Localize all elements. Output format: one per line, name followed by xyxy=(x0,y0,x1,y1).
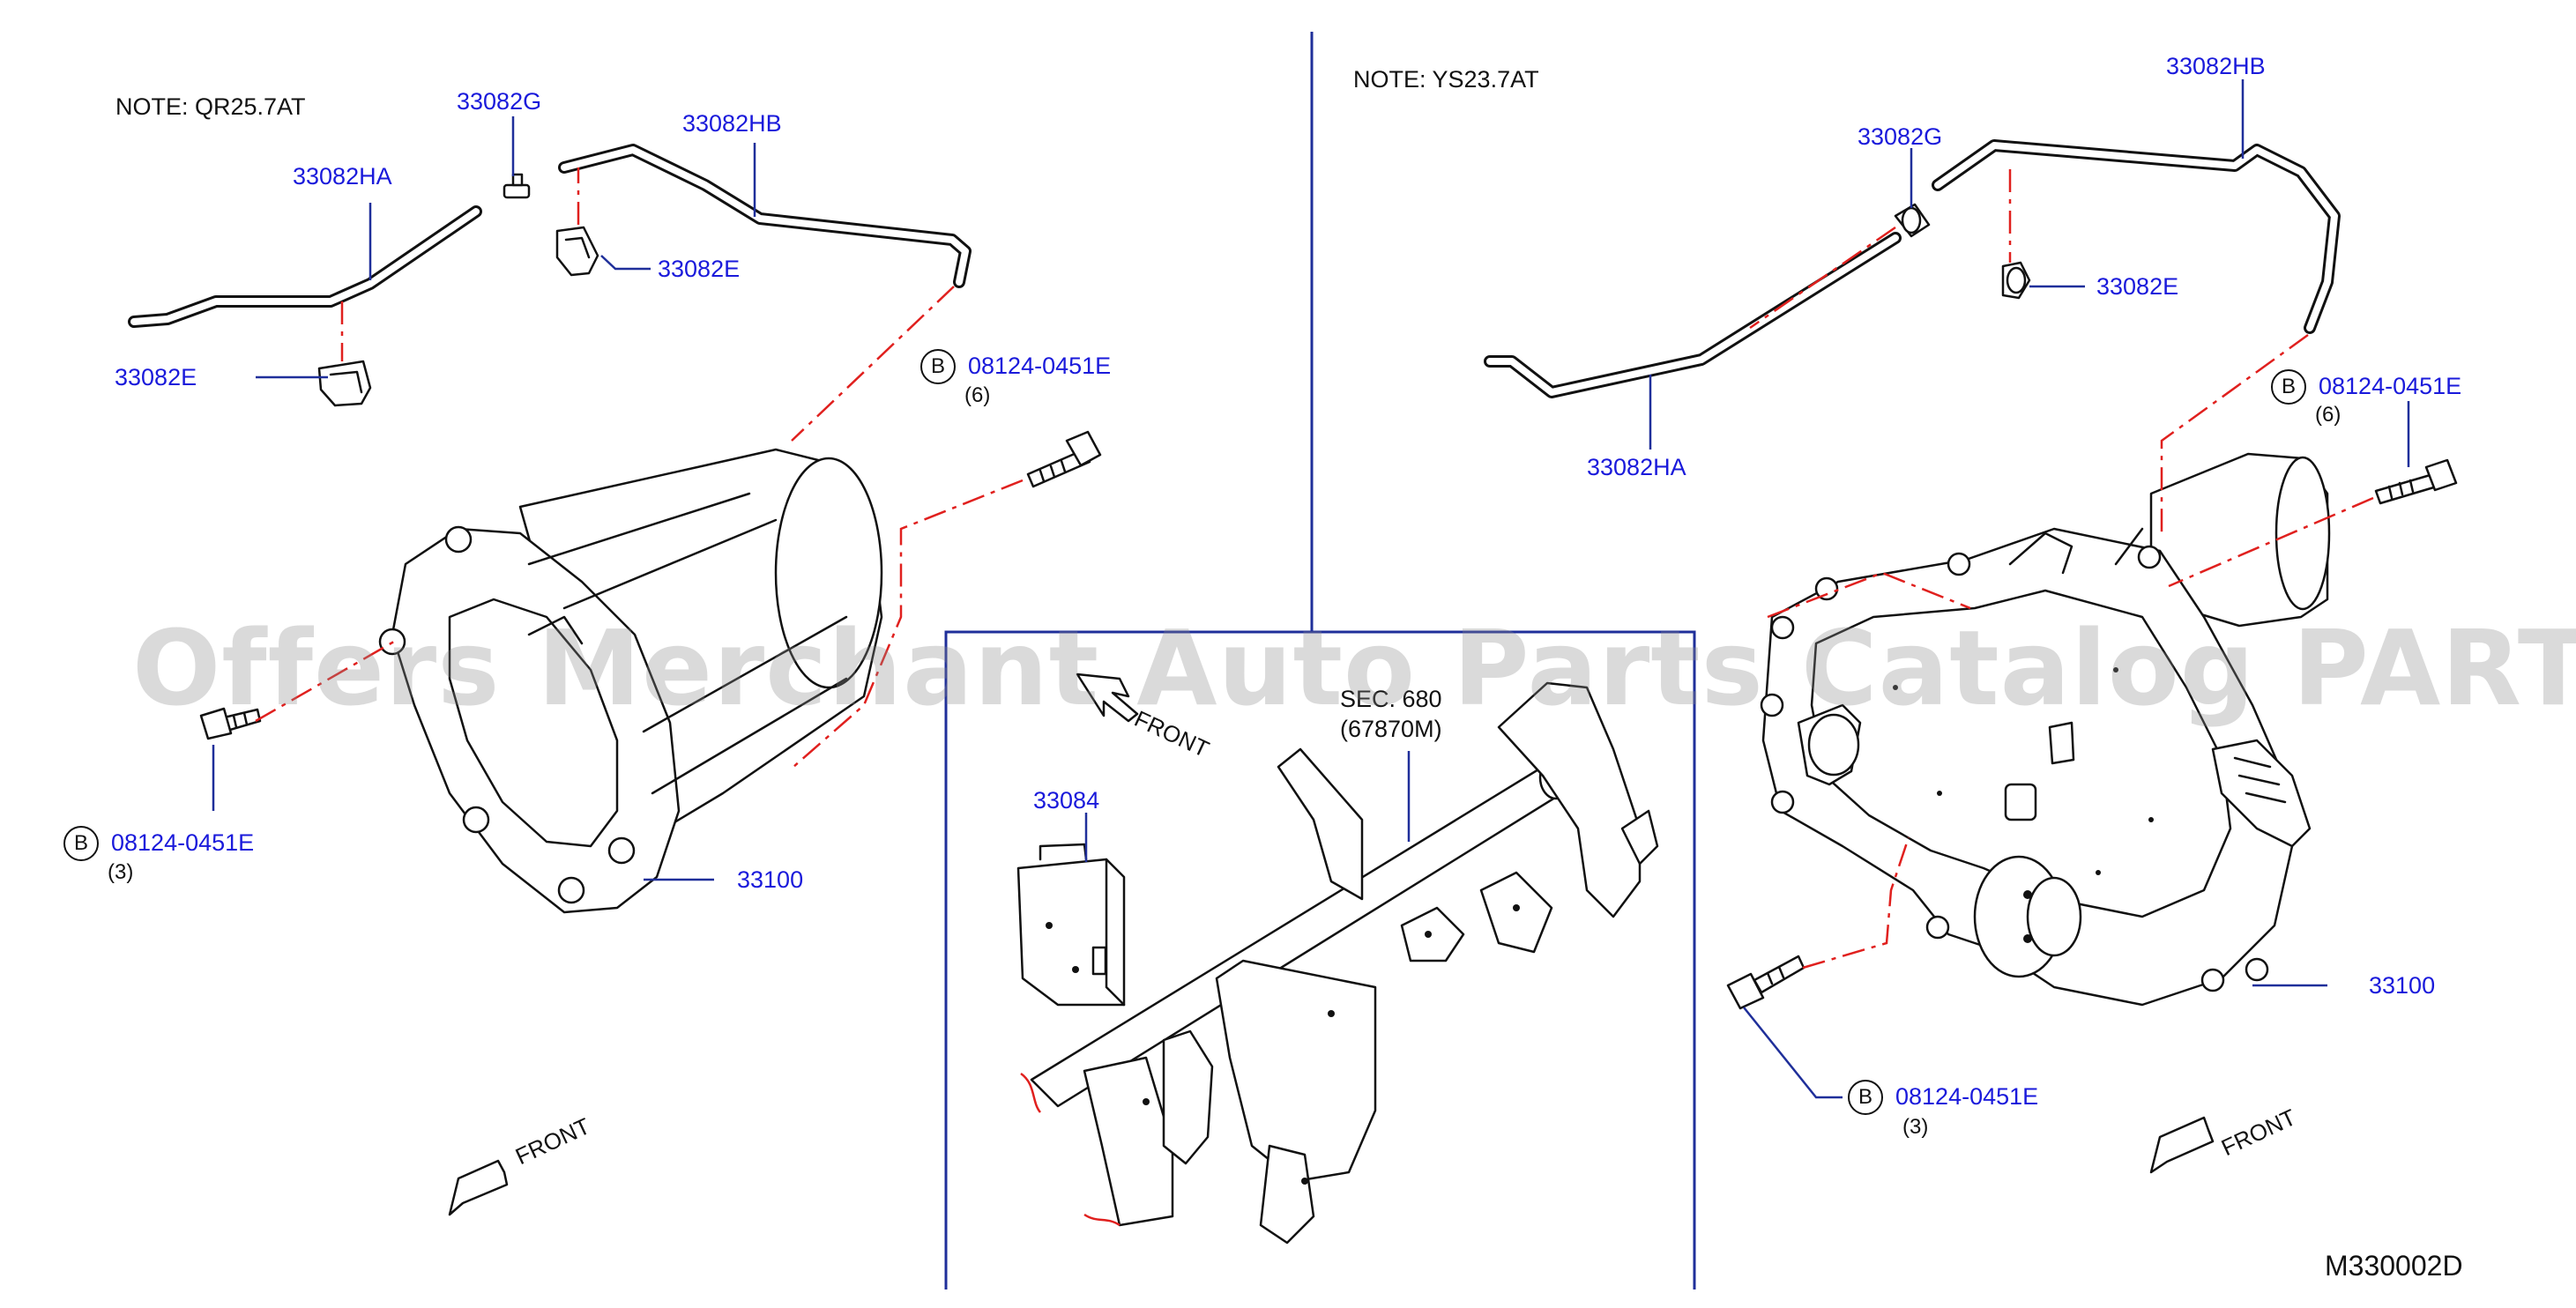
center-phantom-cuts xyxy=(1020,1072,1120,1227)
part-33100-right[interactable]: 33100 xyxy=(2369,972,2436,999)
part-33082e-left-lower[interactable]: 33082E xyxy=(115,364,197,390)
left-extension-housing xyxy=(378,448,883,914)
left-connector-33082g xyxy=(503,173,531,199)
right-front-arrow xyxy=(2149,1116,2215,1174)
qty-right-bottom: (3) xyxy=(1902,1115,1929,1139)
part-08124-0451e-right-bottom[interactable]: 08124-0451E xyxy=(1895,1083,2039,1110)
center-cross-member xyxy=(1030,681,1659,1245)
note-left: NOTE: QR25.7AT xyxy=(115,93,306,120)
part-33082g-left[interactable]: 33082G xyxy=(457,88,542,115)
section-ref-line1[interactable]: SEC. 680 xyxy=(1340,686,1442,712)
right-clip-33082e xyxy=(2001,261,2031,300)
left-phantom-lines xyxy=(255,167,1024,768)
part-33082hb-right[interactable]: 33082HB xyxy=(2166,53,2266,79)
part-33082g-right[interactable]: 33082G xyxy=(1858,123,1943,150)
watermark: Offers Merchant Auto Parts Catalog PARTS… xyxy=(132,607,2576,729)
bolt-marker-left-bottom: B xyxy=(63,826,99,861)
diagram-code: M330002D xyxy=(2325,1250,2463,1282)
part-33084[interactable]: 33084 xyxy=(1033,787,1100,814)
center-control-unit-33084 xyxy=(1016,843,1126,1007)
left-leaders xyxy=(212,116,756,881)
left-front-arrow xyxy=(448,1159,509,1216)
center-front-arrow xyxy=(1076,673,1139,723)
part-08124-0451e-right-top[interactable]: 08124-0451E xyxy=(2319,373,2462,399)
right-bolt-top xyxy=(2374,458,2458,505)
right-transfer-case xyxy=(1760,452,2331,1007)
left-tube-33082ha xyxy=(128,205,482,328)
qty-left-top: (6) xyxy=(964,383,991,407)
part-33082ha-left[interactable]: 33082HA xyxy=(293,163,392,190)
part-08124-0451e-left-top[interactable]: 08124-0451E xyxy=(968,353,1112,379)
part-08124-0451e-left-bottom[interactable]: 08124-0451E xyxy=(111,829,255,856)
part-33082e-left-upper[interactable]: 33082E xyxy=(658,256,741,282)
qty-right-top: (6) xyxy=(2315,403,2341,427)
right-bolt-bottom xyxy=(1726,955,1805,1010)
note-right: NOTE: YS23.7AT xyxy=(1353,66,1539,93)
left-bolt-bottom xyxy=(199,707,262,740)
left-clip-lower xyxy=(317,360,372,407)
panel-frames xyxy=(944,32,1696,1289)
part-33082hb-left[interactable]: 33082HB xyxy=(682,110,782,137)
right-leaders xyxy=(1649,79,2410,1099)
right-tube-33082hb xyxy=(1932,139,2341,334)
right-phantom-lines xyxy=(1749,169,2374,970)
part-33082e-right[interactable]: 33082E xyxy=(2096,273,2179,300)
left-bolt-top xyxy=(1026,430,1102,488)
left-clip-upper xyxy=(555,226,599,277)
right-tube-33082ha xyxy=(1484,232,1902,398)
part-33100-left[interactable]: 33100 xyxy=(737,866,804,893)
bolt-marker-left-top: B xyxy=(920,349,956,384)
part-33082ha-right[interactable]: 33082HA xyxy=(1587,454,1686,480)
qty-left-bottom: (3) xyxy=(108,860,134,884)
right-connector-33082g xyxy=(1894,203,1931,238)
bolt-marker-right-bottom: B xyxy=(1848,1080,1883,1115)
center-leaders xyxy=(1084,751,1411,862)
bolt-marker-right-top: B xyxy=(2271,369,2306,405)
section-ref-line2[interactable]: (67870M) xyxy=(1340,716,1442,742)
left-tube-33082hb xyxy=(558,144,972,288)
